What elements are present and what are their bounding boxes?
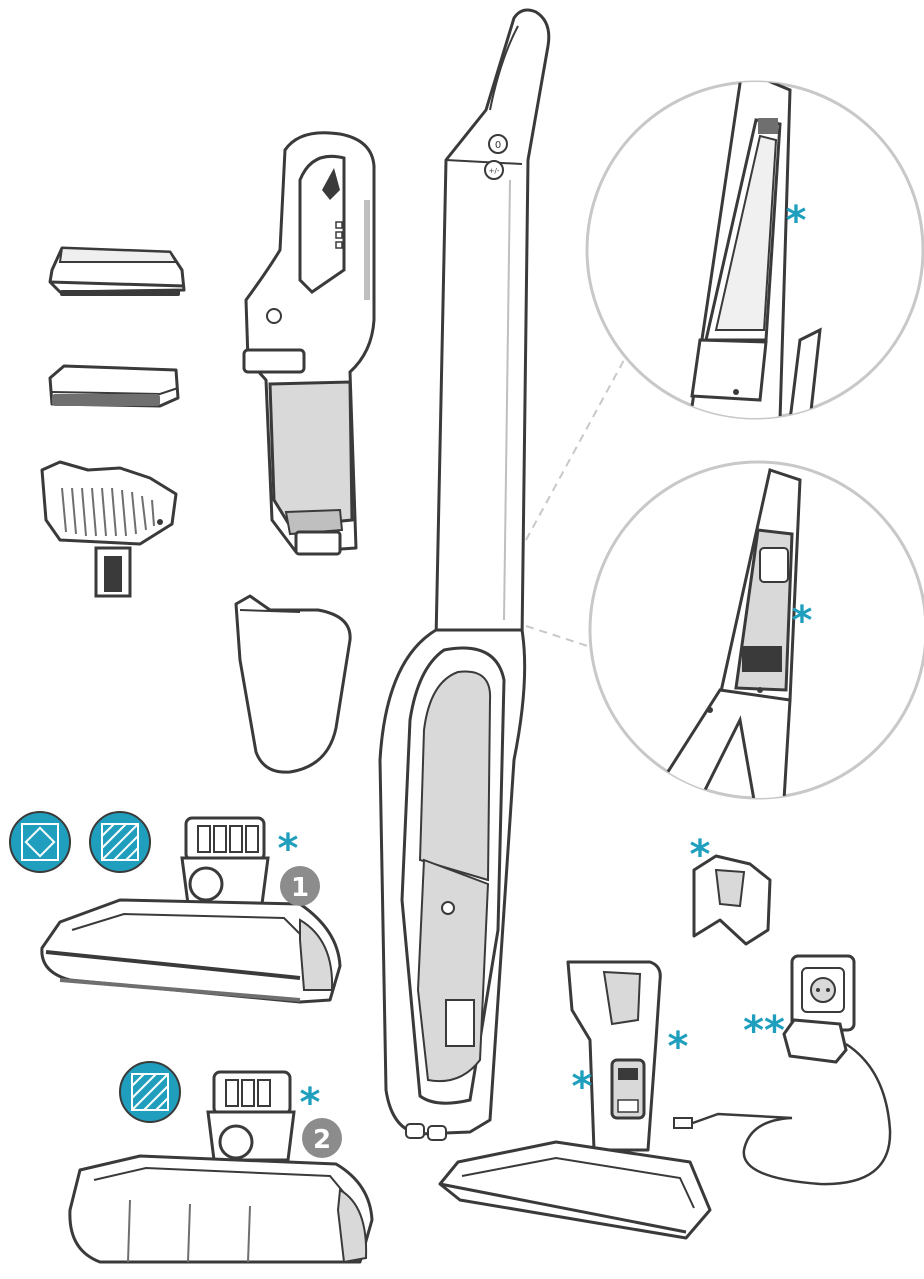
badge-nozzle-2: 2 xyxy=(302,1118,342,1158)
double-asterisk-marker-charger: ** xyxy=(743,1008,785,1054)
wall-bracket-part xyxy=(692,854,772,946)
charger-adapter xyxy=(673,954,892,1186)
power-nozzle-1 xyxy=(40,816,342,1004)
asterisk-marker-nozzle-2: * xyxy=(300,1080,321,1126)
power-nozzle-2 xyxy=(68,1070,374,1264)
asterisk-marker-charging-contact: * xyxy=(792,598,813,644)
foam-filter-part xyxy=(48,364,180,408)
asterisk-marker-bracket: * xyxy=(690,832,711,878)
carpet-icon xyxy=(9,811,71,873)
svg-text:2: 2 xyxy=(313,1125,331,1155)
handheld-unit xyxy=(242,131,376,556)
filter-lid-part xyxy=(48,246,186,296)
asterisk-marker-dock-battery: * xyxy=(572,1064,593,1110)
callout-leader-lines xyxy=(525,359,625,651)
power-button-label: 0 xyxy=(495,140,501,151)
dust-cover-part xyxy=(234,594,352,774)
detail-callout-upper: * xyxy=(585,80,924,420)
stick-vacuum-body: 0 +/- xyxy=(378,8,551,1141)
detail-callout-lower: * xyxy=(588,460,924,800)
badge-nozzle-1: 1 xyxy=(280,866,320,906)
hard-floor-icon xyxy=(89,811,151,873)
cyclone-filter-part xyxy=(40,460,178,598)
asterisk-marker-nozzle-1: * xyxy=(278,826,299,872)
asterisk-marker-battery: * xyxy=(786,198,807,244)
hard-floor-icon xyxy=(119,1061,181,1123)
asterisk-marker-dock-top: * xyxy=(668,1024,689,1070)
charging-dock xyxy=(438,960,712,1240)
svg-text:1: 1 xyxy=(291,873,309,903)
speed-button-label: +/- xyxy=(489,167,500,175)
